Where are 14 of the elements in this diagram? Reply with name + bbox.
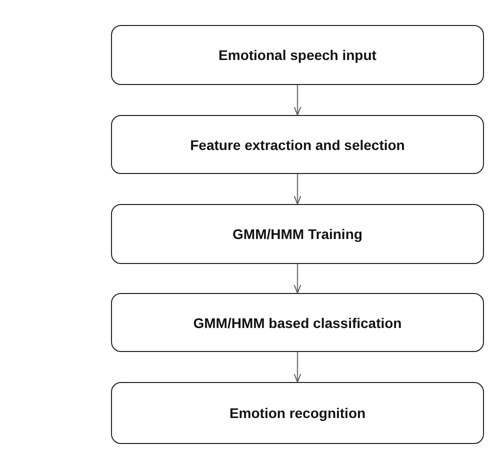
step-label: Feature extraction and selection xyxy=(190,136,405,152)
arrow xyxy=(294,174,302,204)
step-label: Emotional speech input xyxy=(218,47,376,63)
process-box xyxy=(111,25,484,85)
process-box xyxy=(111,204,484,264)
arrow xyxy=(294,85,302,116)
process-box xyxy=(111,115,484,174)
step-label: Emotion recognition xyxy=(229,405,366,421)
step-label: GMM/HMM based classification xyxy=(193,314,402,330)
arrow xyxy=(294,352,302,382)
arrow xyxy=(294,264,302,294)
process-box xyxy=(111,293,484,352)
step-label: GMM/HMM Training xyxy=(232,226,362,242)
process-box xyxy=(111,382,484,444)
